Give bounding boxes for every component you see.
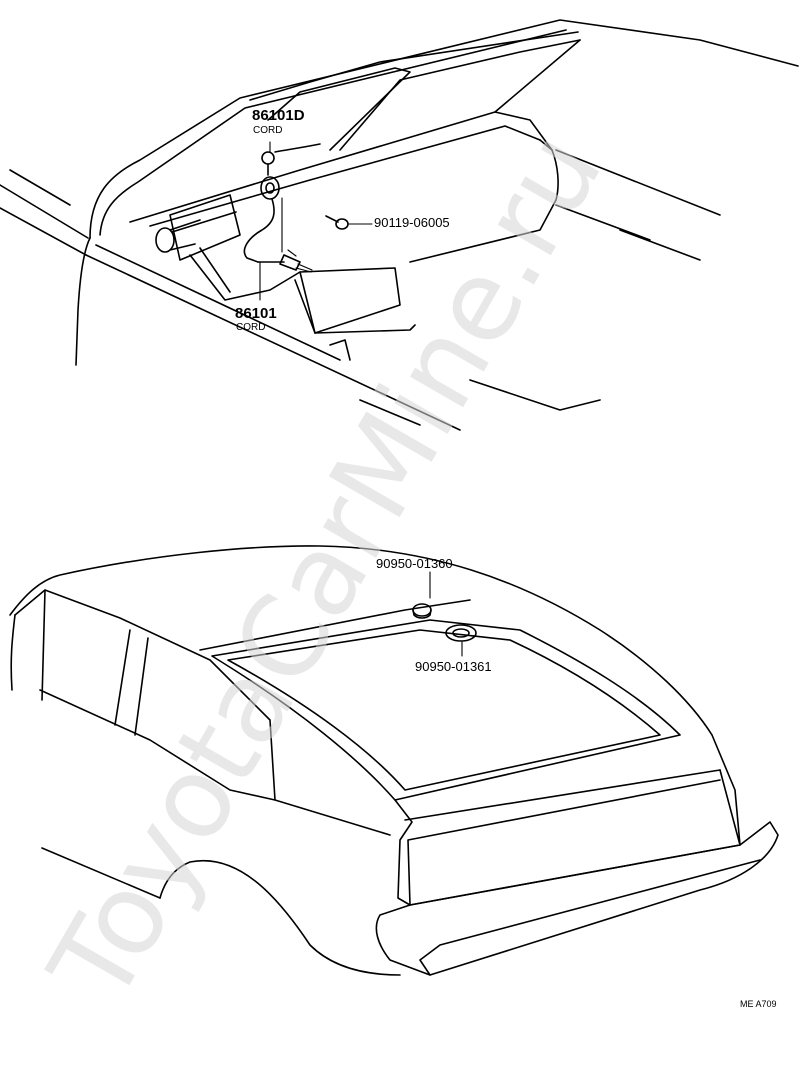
rear-interior-view: 86101D CORD 90119-06005 86101 CORD <box>0 19 799 431</box>
cord-86101-name: CORD <box>236 322 265 333</box>
grommet-90950-01361 <box>445 624 477 642</box>
watermark: ToyotaCarMine.ru <box>25 111 627 1024</box>
cord-86101d-name: CORD <box>253 125 282 136</box>
bolt-90119 <box>325 215 349 230</box>
rear-exterior-view: 90950-01360 90950-01361 <box>9 545 779 976</box>
plug-part-number: 90950-01360 <box>376 556 453 571</box>
figure-code: ME A709 <box>740 999 777 1009</box>
plug-90950-01360 <box>412 603 432 619</box>
bolt-part-number: 90119-06005 <box>374 215 450 230</box>
cord-86101d <box>260 143 321 200</box>
cord-86101d-number: 86101D <box>252 107 305 124</box>
grommet-part-number: 90950-01361 <box>415 659 492 674</box>
cord-86101 <box>243 198 313 273</box>
cord-86101-number: 86101 <box>235 305 277 322</box>
